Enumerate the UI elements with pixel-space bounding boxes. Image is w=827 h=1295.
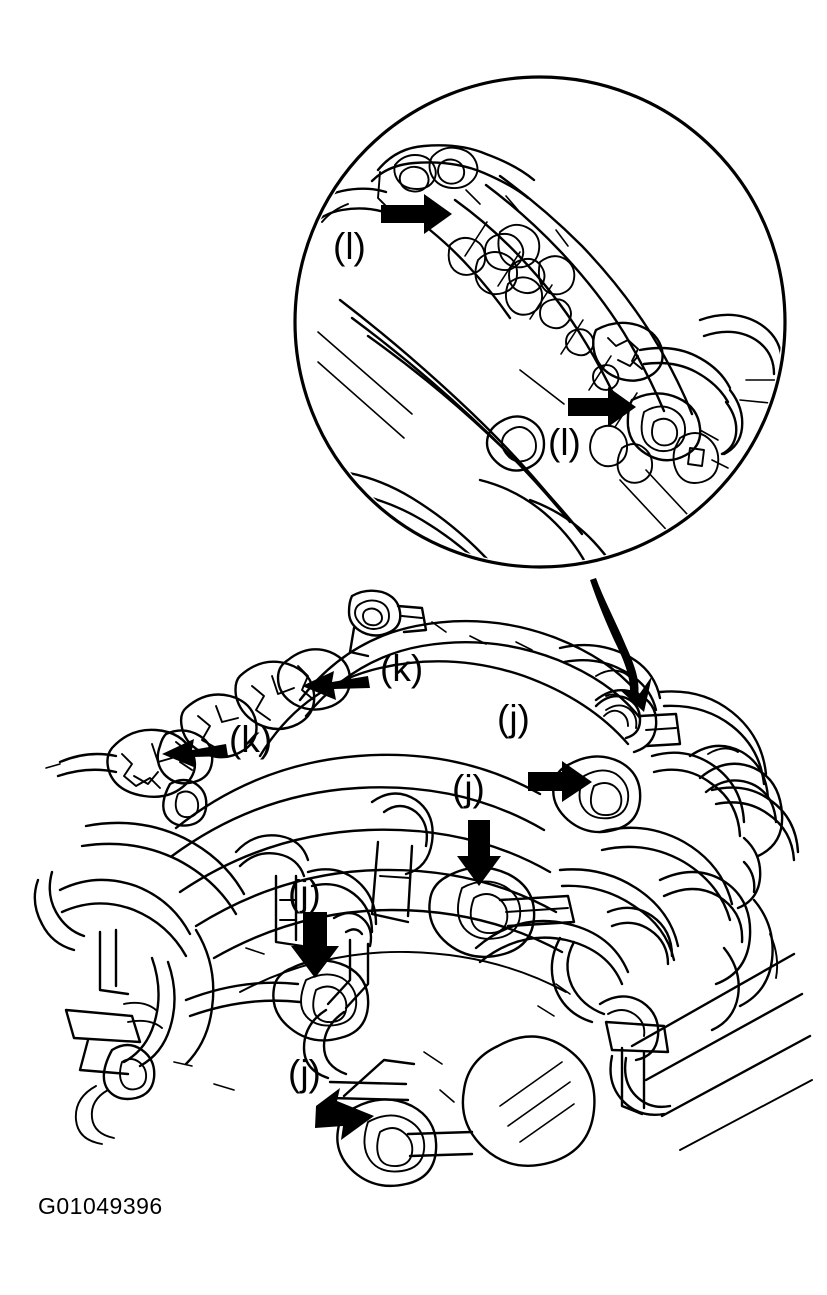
connector-swoosh-arrow: [590, 578, 652, 712]
detail-arrow-upper: [381, 194, 452, 234]
callout-label-l-lower: (l): [548, 422, 581, 463]
callout-label-j-lowerleft: (j): [288, 873, 321, 914]
callout-label-k-lower: (k): [229, 719, 273, 760]
callout-label-j-center: (j): [452, 768, 485, 809]
callout-arrow-j-lowerleft: [291, 912, 339, 978]
callout-label-k-upper: (k): [380, 648, 424, 689]
callout-label-j-bottom: (j): [288, 1053, 321, 1094]
callout-arrow-k-upper: [302, 671, 370, 700]
detail-circle-outline: [293, 75, 787, 569]
callout-arrow-j-center: [457, 820, 501, 886]
callout-label-l-upper: (l): [333, 226, 366, 267]
figure-caption: G01049396: [38, 1193, 163, 1219]
callout-arrow-j-right: [528, 761, 592, 802]
detail-inset-artwork: [298, 144, 782, 564]
detail-arrow-lower: [568, 387, 636, 427]
callout-arrow-k-lower: [162, 739, 228, 768]
detail-inset-group: [293, 75, 787, 569]
callout-arrow-j-bottom: [315, 1088, 374, 1140]
main-engine-artwork: [33, 589, 813, 1188]
callout-label-j-right: (j): [497, 698, 530, 739]
